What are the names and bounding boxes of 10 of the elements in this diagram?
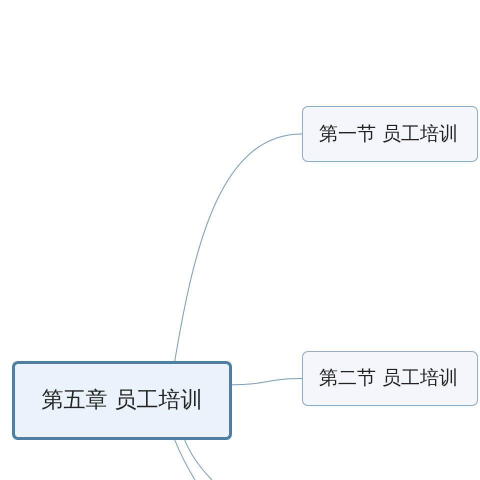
topic-text: 第二节 员工培训 xyxy=(319,366,458,392)
topic-text: 第五章 员工培训 xyxy=(42,387,202,415)
topic-box xyxy=(302,106,478,162)
connector-line xyxy=(184,440,212,480)
connector-line xyxy=(232,378,302,386)
connector-line xyxy=(174,134,302,362)
topic-text: 第一节 员工培训 xyxy=(319,122,458,147)
connector-line xyxy=(174,440,196,480)
topic-box xyxy=(302,351,478,406)
central-topic-box xyxy=(12,361,232,440)
